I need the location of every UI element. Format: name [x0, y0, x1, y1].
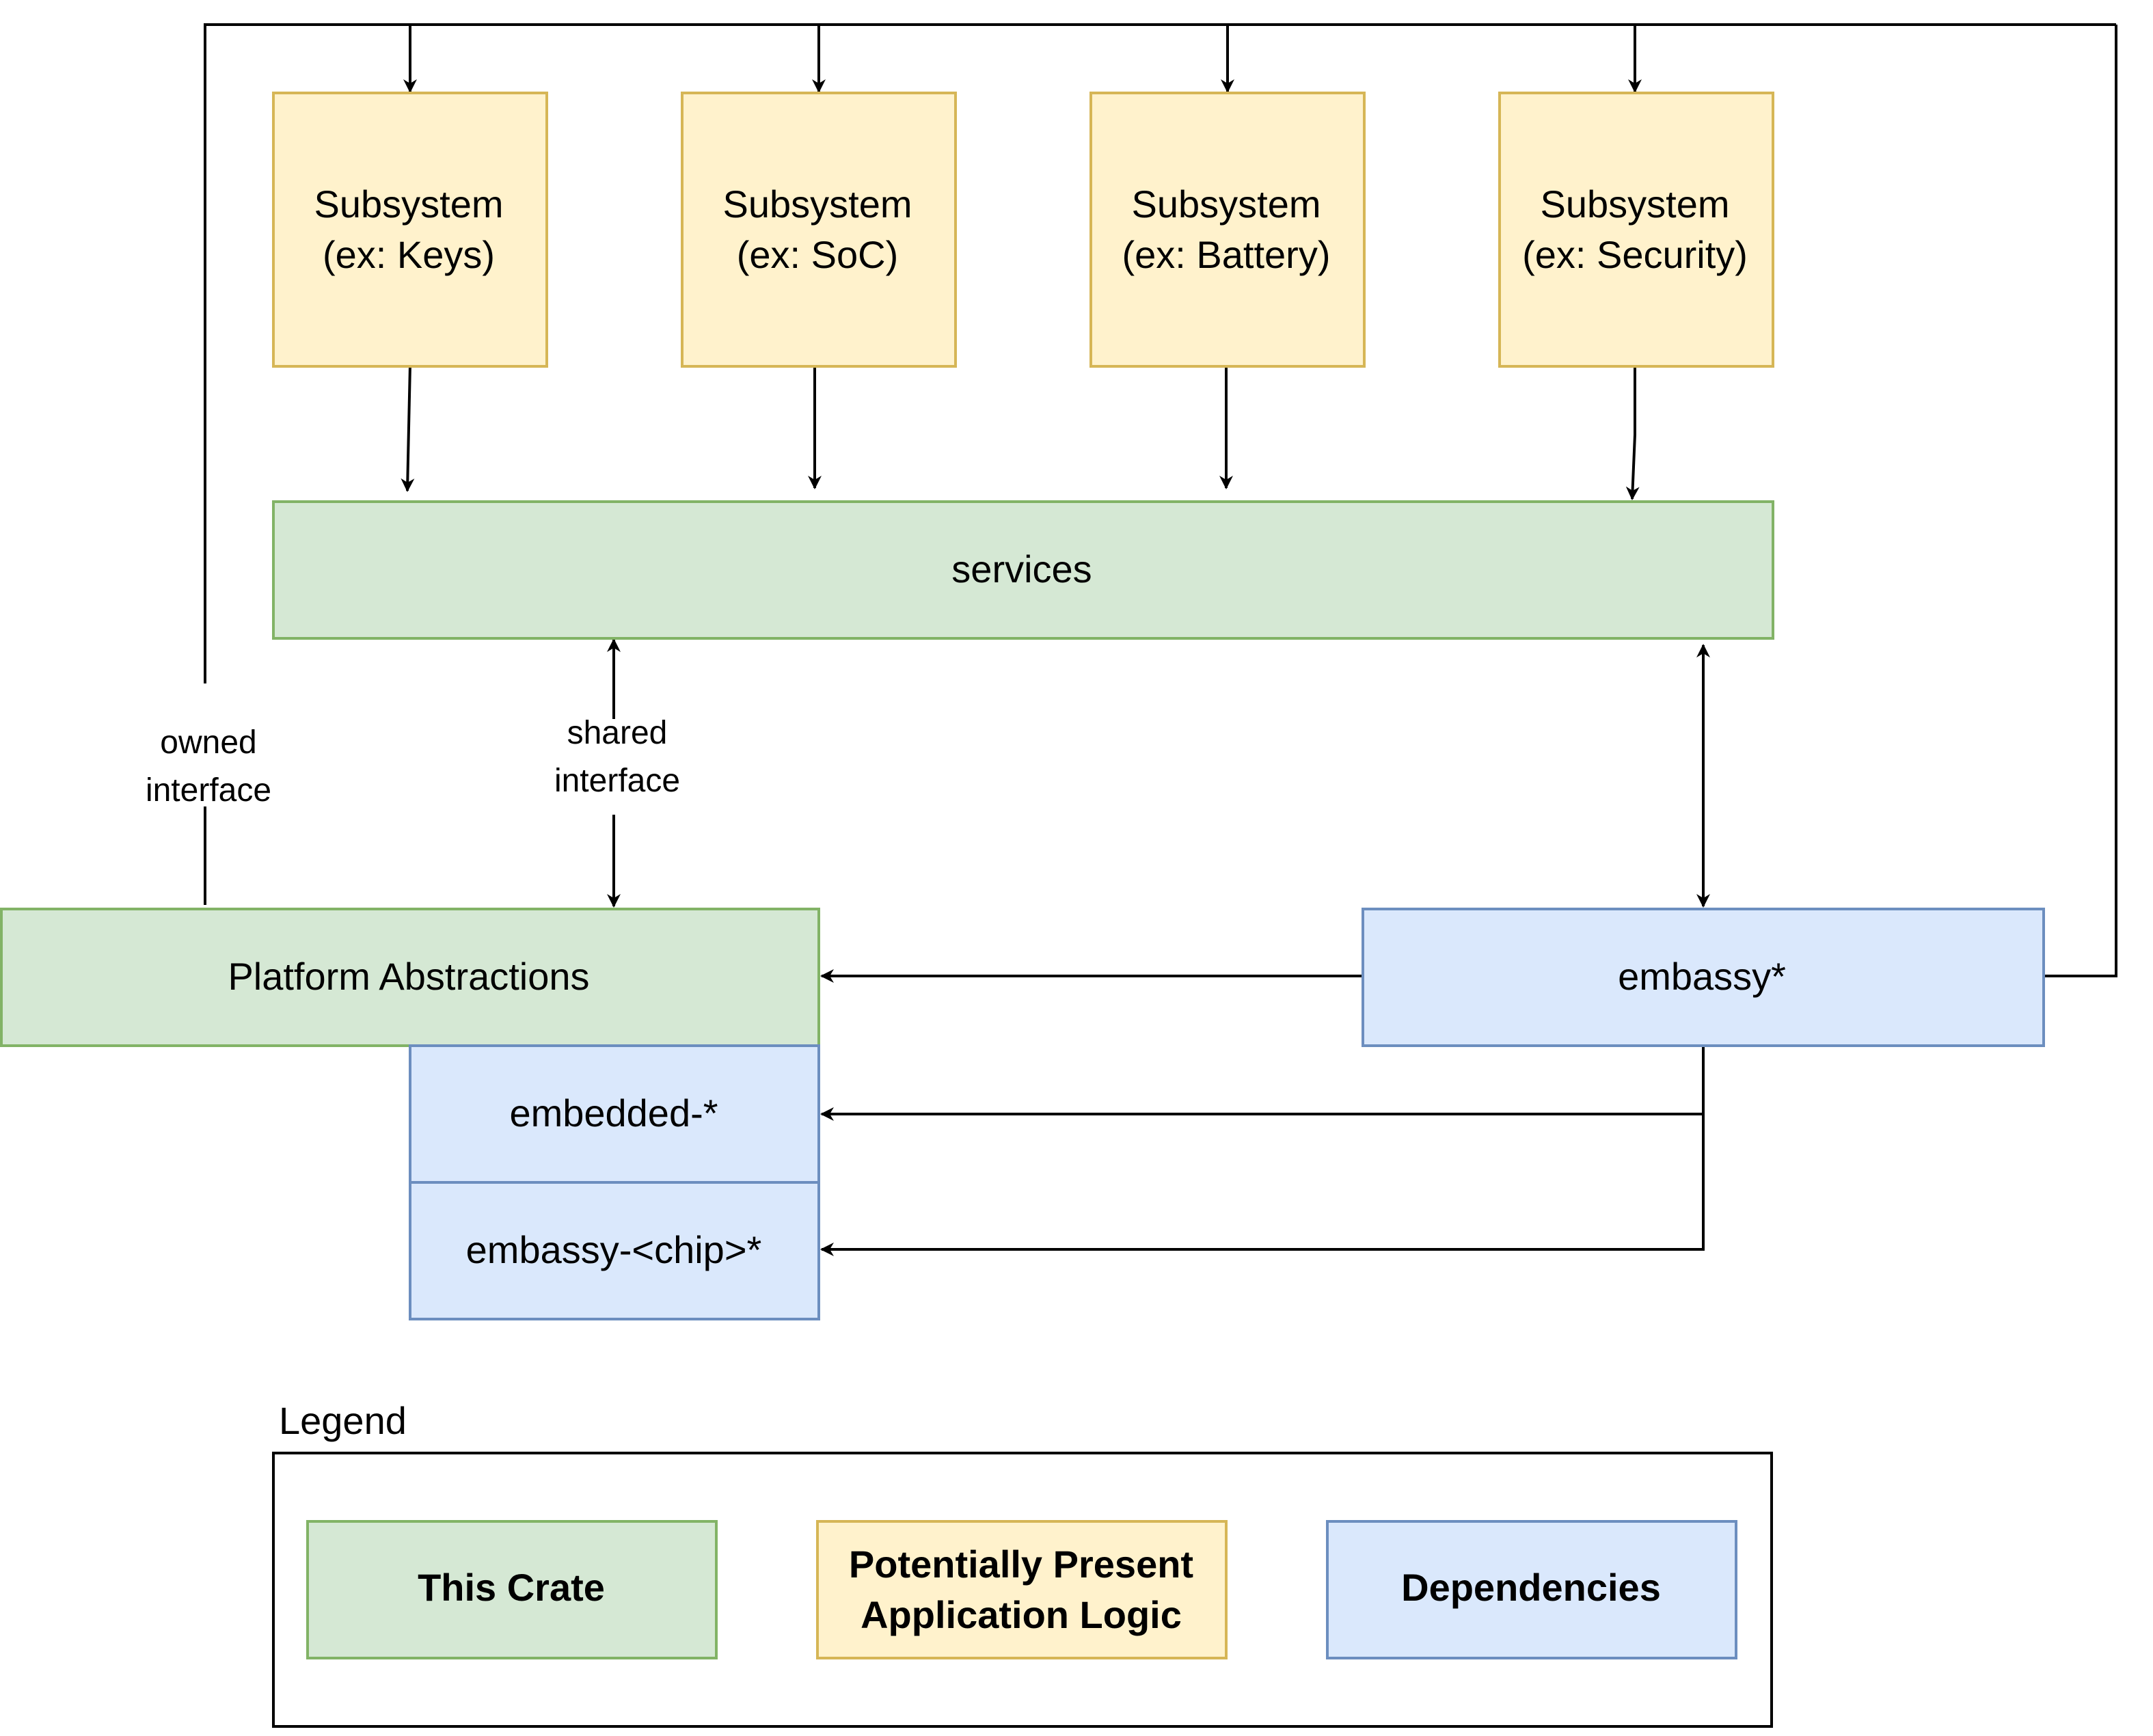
embedded-label: embedded-*: [509, 1091, 718, 1135]
platform-abstractions-box: Platform Abstractions: [0, 908, 820, 1047]
owned-interface-edge: [204, 23, 2116, 905]
legend-item-application-logic: Potentially Present Application Logic: [816, 1520, 1228, 1659]
embedded-box: embedded-*: [409, 1044, 820, 1184]
legend-item-this-crate-label: This Crate: [418, 1566, 605, 1609]
embassy-to-deps-trunk: [820, 1046, 1705, 1256]
subsystem-security-line2: (ex: Security): [1522, 233, 1748, 276]
shared-interface-label-line1: shared: [567, 715, 668, 751]
embassy-chip-label: embassy-<chip>*: [466, 1228, 762, 1271]
services-box: services: [272, 500, 1774, 640]
embassy-chip-box: embassy-<chip>*: [409, 1181, 820, 1320]
subsystem-keys-line2: (ex: Keys): [323, 233, 495, 276]
services-label: services: [951, 547, 1092, 591]
subsystem-battery-line2: (ex: Battery): [1122, 233, 1331, 276]
legend-item-application-logic-line2: Application Logic: [861, 1593, 1182, 1636]
subsystem-security-to-services-edge: [1625, 365, 1640, 500]
legend-title: Legend: [279, 1399, 407, 1442]
owned-interface-label-line1: owned: [160, 724, 256, 761]
subsystem-security-line1: Subsystem: [1541, 182, 1730, 226]
shared-interface-label-line2: interface: [554, 763, 680, 799]
subsystem-soc: Subsystem (ex: SoC): [681, 92, 957, 368]
subsystem-keys: Subsystem (ex: Keys): [272, 92, 548, 368]
subsystem-keys-line1: Subsystem: [314, 182, 504, 226]
legend-item-this-crate: This Crate: [306, 1520, 718, 1659]
legend-item-application-logic-line1: Potentially Present: [849, 1543, 1193, 1586]
subsystem-battery: Subsystem (ex: Battery): [1089, 92, 1366, 368]
subsystem-security: Subsystem (ex: Security): [1498, 92, 1774, 368]
platform-abstractions-label: Platform Abstractions: [228, 955, 589, 998]
subsystem-battery-line1: Subsystem: [1132, 182, 1321, 226]
owned-interface-label-line2: interface: [146, 772, 271, 809]
subsystem-soc-line1: Subsystem: [723, 182, 912, 226]
subsystem-keys-to-services-edge: [401, 364, 415, 492]
subsystem-soc-line2: (ex: SoC): [737, 233, 899, 276]
legend-item-dependencies-label: Dependencies: [1401, 1566, 1661, 1609]
embassy-box: embassy*: [1362, 908, 2045, 1047]
legend-item-dependencies: Dependencies: [1326, 1520, 1737, 1659]
embassy-label: embassy*: [1618, 955, 1786, 998]
embassy-to-bus-edge: [2044, 25, 2117, 977]
